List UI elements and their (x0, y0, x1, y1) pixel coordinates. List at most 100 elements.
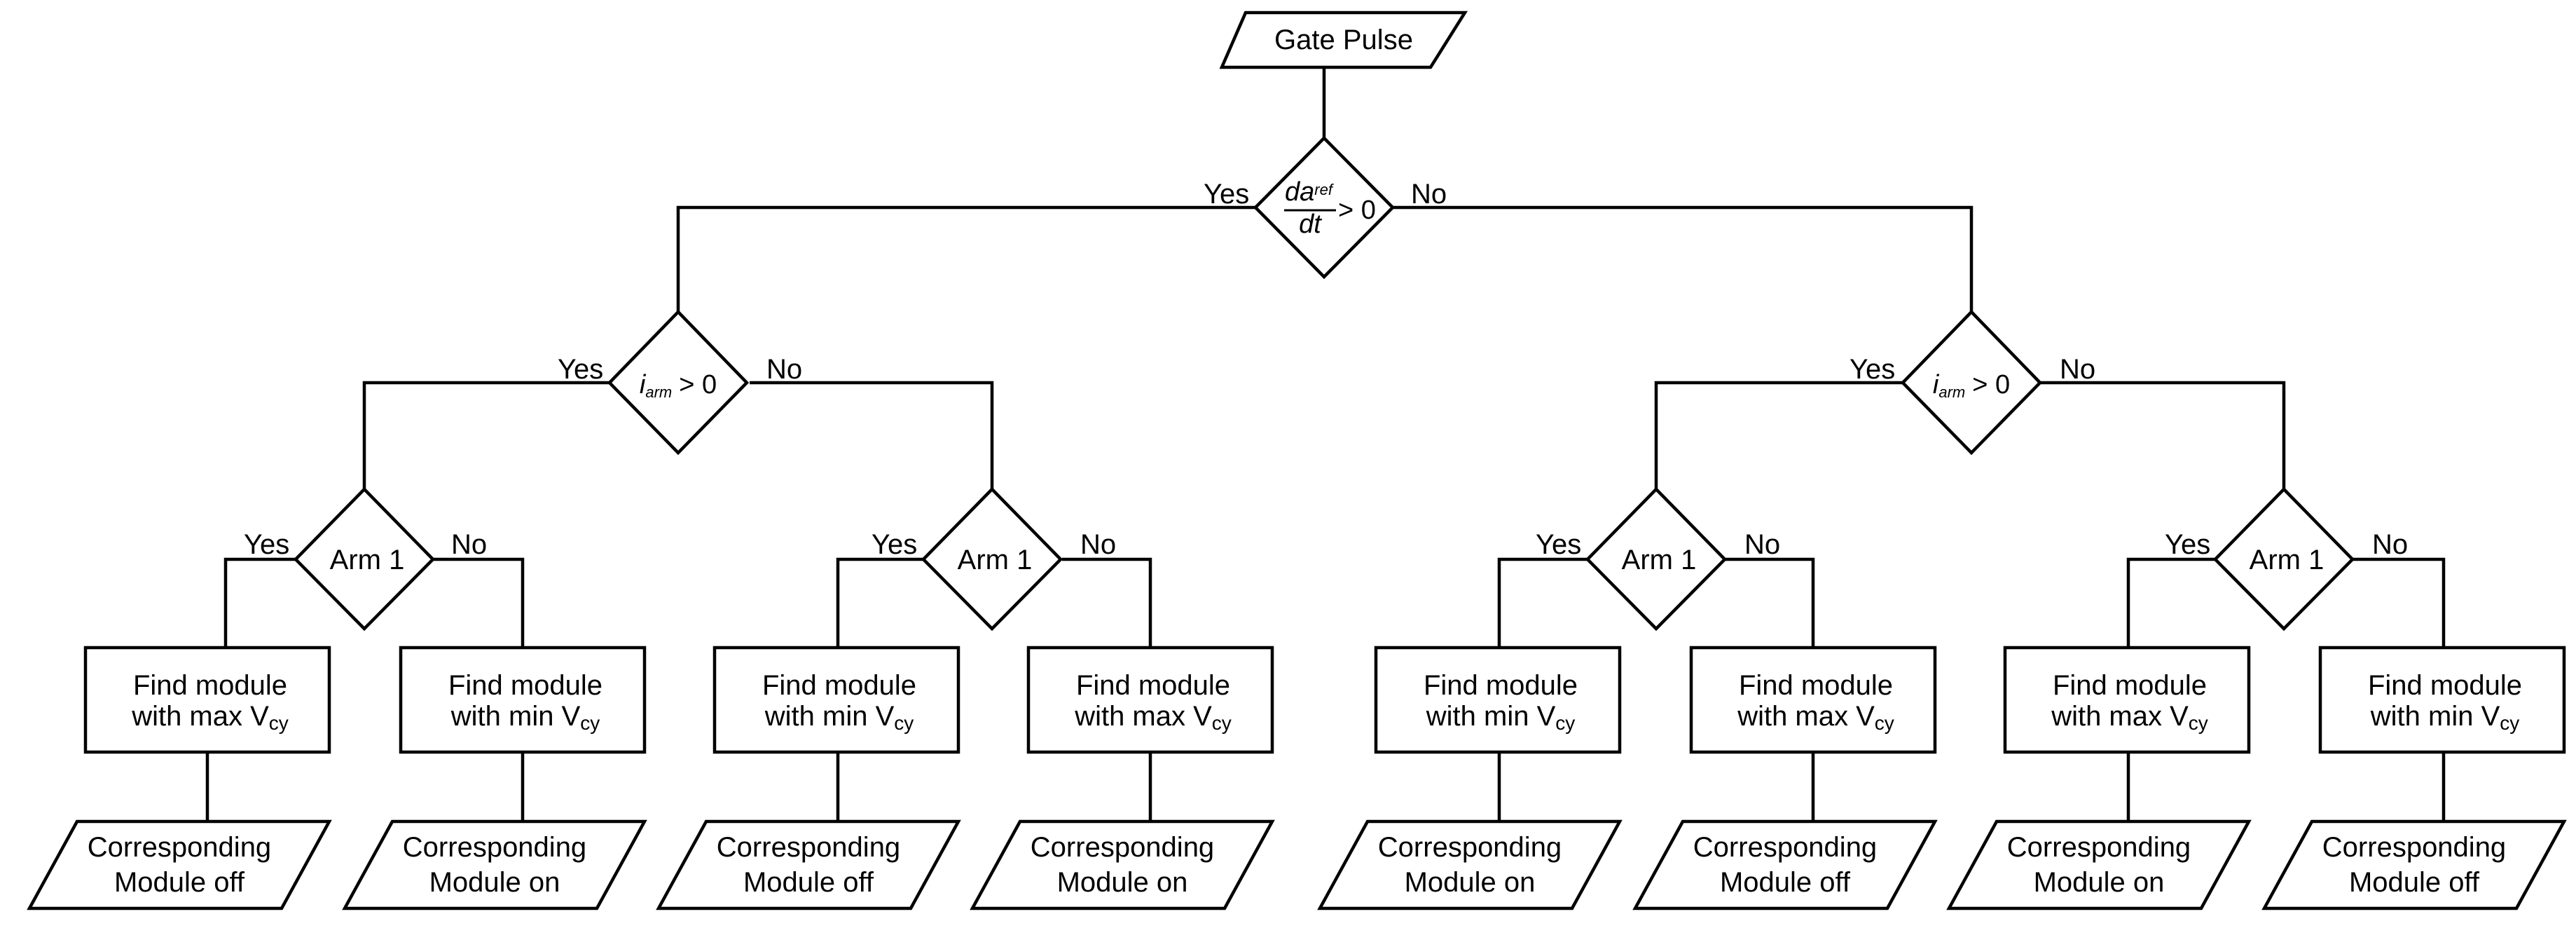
output-node-8: Corresponding Module off (2261, 819, 2567, 910)
action-sub: cy (2189, 712, 2208, 734)
action-line1: Find module (1739, 670, 1893, 701)
svg-text:with max Vcy: with max Vcy (1737, 701, 1894, 734)
output-line1: Corresponding (717, 832, 900, 863)
output-line1: Corresponding (1378, 832, 1562, 863)
action-line1: Find module (1424, 670, 1578, 701)
output-node-4: Corresponding Module on (970, 819, 1275, 910)
action-sub: cy (2500, 712, 2519, 734)
root-numerator: da (1285, 177, 1314, 207)
output-line2: Module off (2349, 867, 2480, 898)
svg-text:with min Vcy: with min Vcy (1426, 701, 1576, 734)
action-line2: with min V (450, 701, 581, 732)
action-sub: cy (580, 712, 600, 734)
action-line1: Find module (1076, 670, 1230, 701)
output-line2: Module off (114, 867, 245, 898)
output-line1: Corresponding (403, 832, 586, 863)
action-box-3: Find module with min Vcy (712, 646, 960, 754)
root-yes-label: Yes (1204, 179, 1249, 210)
start-label: Gate Pulse (1274, 25, 1413, 55)
current-symbol: i (640, 370, 647, 400)
action-line1: Find module (133, 670, 287, 701)
output-line1: Corresponding (88, 832, 271, 863)
arm-4-no-label: No (2372, 529, 2408, 560)
output-node-6: Corresponding Module off (1632, 819, 1938, 910)
action-box-7: Find module with max Vcy (2003, 646, 2251, 754)
action-box-8: Find module with min Vcy (2318, 646, 2566, 754)
action-line2: with max V (1737, 701, 1875, 732)
output-node-2: Corresponding Module on (342, 819, 647, 910)
root-comparison: > 0 (1338, 196, 1376, 225)
svg-text:with max Vcy: with max Vcy (1074, 701, 1232, 734)
output-line1: Corresponding (1693, 832, 1877, 863)
output-line2: Module on (429, 867, 560, 898)
action-box-4: Find module with max Vcy (1026, 646, 1274, 754)
arm-label: Arm 1 (2250, 545, 2324, 575)
action-sub: cy (1875, 712, 1894, 734)
current-left-yes-label: Yes (558, 354, 603, 385)
svg-text:with min Vcy: with min Vcy (764, 701, 914, 734)
current-comparison: > 0 (1972, 370, 2010, 400)
action-box-5: Find module with min Vcy (1374, 646, 1622, 754)
root-denominator: dt (1299, 210, 1322, 239)
action-box-2: Find module with min Vcy (399, 646, 647, 754)
arm-4-yes-label: Yes (2165, 529, 2210, 560)
action-line2: with max V (1074, 701, 1212, 732)
arm-label: Arm 1 (958, 545, 1033, 575)
current-symbol: i (1933, 370, 1940, 400)
action-line1: Find module (2053, 670, 2207, 701)
action-sub: cy (1212, 712, 1232, 734)
output-node-5: Corresponding Module on (1317, 819, 1623, 910)
svg-text:with min Vcy: with min Vcy (450, 701, 600, 734)
action-sub: cy (269, 712, 289, 734)
root-no-label: No (1411, 179, 1447, 210)
arm-decision-3: Arm 1 (1585, 486, 1728, 632)
action-line1: Find module (762, 670, 916, 701)
arm-1-no-label: No (451, 529, 487, 560)
output-line1: Corresponding (2007, 832, 2191, 863)
output-node-3: Corresponding Module off (656, 819, 961, 910)
output-line2: Module on (2034, 867, 2165, 898)
current-right-no-label: No (2060, 354, 2095, 385)
svg-text:iarm> 0: iarm > 0 (1933, 370, 2010, 401)
arm-2-no-label: No (1080, 529, 1116, 560)
svg-text:daref: daref (1285, 177, 1335, 207)
action-box-1: Find module with max Vcy (83, 646, 331, 754)
output-line2: Module on (1405, 867, 1536, 898)
arm-decision-2: Arm 1 (921, 486, 1063, 632)
action-line2: with max V (2051, 701, 2189, 732)
connectors (205, 67, 2446, 821)
action-box-6: Find module with max Vcy (1689, 646, 1937, 754)
output-node-1: Corresponding Module off (27, 819, 332, 910)
current-decision-right: iarm > 0 (1900, 309, 2043, 456)
svg-text:with max Vcy: with max Vcy (131, 701, 289, 734)
output-node-7: Corresponding Module on (1946, 819, 2252, 910)
arm-1-yes-label: Yes (244, 529, 289, 560)
current-symbol-sub: arm (1938, 383, 1965, 401)
current-right-yes-label: Yes (1850, 354, 1895, 385)
root-decision: daref dt > 0 (1253, 135, 1396, 280)
current-decision-left: iarm> 0 (607, 309, 750, 456)
action-line1: Find module (448, 670, 602, 701)
arm-label: Arm 1 (1622, 545, 1697, 575)
current-left-no-label: No (766, 354, 802, 385)
output-line2: Module off (1720, 867, 1851, 898)
arm-label: Arm 1 (330, 545, 405, 575)
root-numerator-sub: ref (1314, 181, 1335, 198)
action-sub: cy (894, 712, 914, 734)
action-line2: with max V (131, 701, 269, 732)
arm-decision-1: Arm 1 (293, 486, 436, 632)
output-line1: Corresponding (1031, 832, 1214, 863)
action-sub: cy (1555, 712, 1575, 734)
action-line1: Find module (2368, 670, 2522, 701)
svg-text:iarm> 0: iarm> 0 (640, 370, 717, 401)
svg-text:with max Vcy: with max Vcy (2051, 701, 2208, 734)
arm-2-yes-label: Yes (872, 529, 917, 560)
current-comparison: > 0 (679, 370, 717, 400)
action-line2: with min V (1426, 701, 1556, 732)
start-node: Gate Pulse (1219, 11, 1468, 69)
action-line2: with min V (2370, 701, 2500, 732)
arm-decision-4: Arm 1 (2212, 486, 2355, 632)
arm-3-no-label: No (1744, 529, 1780, 560)
arm-3-yes-label: Yes (1536, 529, 1581, 560)
